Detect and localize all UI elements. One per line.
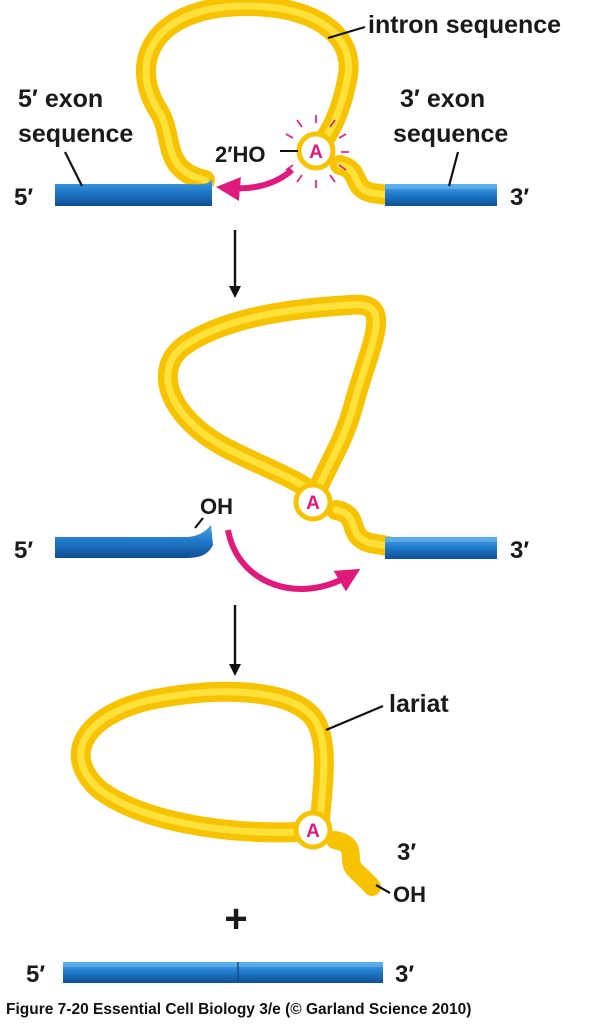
exon-3-label-line2: sequence (393, 120, 508, 148)
step-3-products: A lariat 3′ OH + 5′ 3′ (26, 681, 449, 988)
attack-arrow (216, 167, 294, 201)
lariat-end-3-label: 3′ (397, 839, 416, 866)
step-2-intermediate: A OH 5′ 3′ (14, 294, 529, 592)
end-3-label: 3′ (510, 184, 529, 211)
spliced-mrna-bar (63, 962, 383, 983)
branch-point-letter: A (306, 821, 320, 842)
branch-point-circle (293, 482, 333, 522)
figure-caption: Figure 7-20 Essential Cell Biology 3/e (… (6, 1001, 471, 1018)
lariat-hydroxyl-label: OH (393, 882, 426, 907)
end-5-label: 5′ (14, 537, 33, 564)
branch-point-letter: A (309, 142, 323, 163)
step-1-pre-mrna: A 2′HO intron sequence 5′ exon sequence … (14, 0, 561, 211)
product-end-5-label: 5′ (26, 961, 45, 988)
plus-sign: + (224, 897, 247, 941)
hydroxyl-label: OH (200, 494, 233, 519)
exon-3-bar (385, 184, 497, 206)
exon-3-label-line1: 3′ exon (400, 85, 485, 113)
product-end-3-label: 3′ (395, 961, 414, 988)
end-5-label: 5′ (14, 184, 33, 211)
branch-point-letter: A (306, 493, 320, 514)
intron-strand-highlight (142, 2, 353, 184)
end-3-label: 3′ (510, 537, 529, 564)
branch-point-sunburst (285, 115, 349, 188)
exon-5-bar (55, 525, 213, 558)
branch-point-circle (296, 131, 336, 171)
exon-5-bar (55, 178, 212, 206)
lariat-label: lariat (389, 690, 449, 718)
lariat-tail (326, 831, 381, 896)
intron-sequence-label: intron sequence (368, 11, 561, 39)
exon-3-bar (385, 537, 497, 559)
exon-5-label-line2: sequence (18, 120, 133, 148)
branch-point-circle (293, 810, 333, 850)
ligation-arrow (225, 529, 361, 592)
exon-5-label-line1: 5′ exon (18, 85, 103, 113)
hydroxyl-2-label: 2′HO (215, 142, 266, 167)
